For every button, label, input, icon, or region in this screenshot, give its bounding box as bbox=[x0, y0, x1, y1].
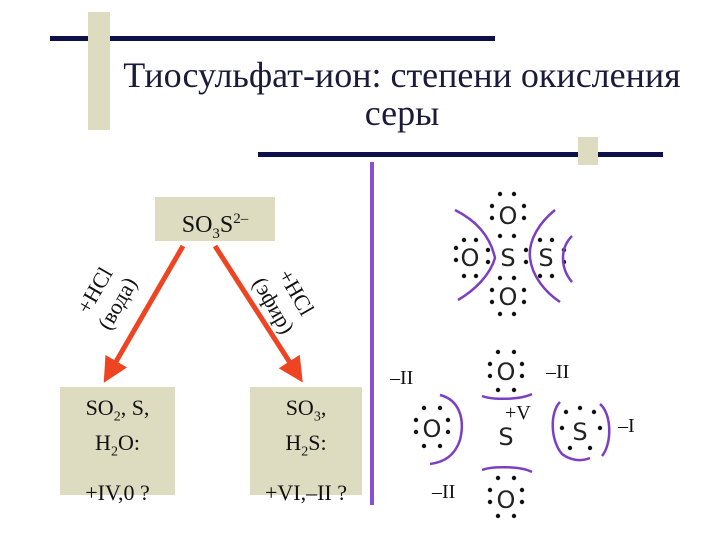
ox-state-s-right: –I bbox=[617, 415, 635, 437]
bottom-bar bbox=[258, 152, 663, 157]
atom-s-center-b: S bbox=[498, 423, 513, 451]
top-left-block bbox=[88, 12, 110, 130]
product-box-ether: SO3, H2S: +VI,–II ? bbox=[250, 387, 362, 505]
lewis-structure-top: O O S S O bbox=[453, 191, 573, 317]
atom-s-right: S bbox=[538, 244, 553, 272]
left-arrow-label: +HCl (вода) bbox=[71, 263, 141, 334]
atom-o-top-b: O bbox=[497, 358, 516, 386]
atom-o-left: O bbox=[461, 244, 480, 272]
electron-split-curves-top bbox=[454, 208, 573, 304]
electron-dots-top bbox=[453, 191, 567, 317]
title-line-1: Тиосульфат-ион: степени окисления bbox=[123, 55, 681, 95]
arrow-right bbox=[212, 244, 303, 383]
ox-state-o-left: –II bbox=[389, 367, 413, 389]
atom-s-center: S bbox=[500, 244, 515, 272]
ion-formula-box: SO3S2– bbox=[155, 197, 275, 242]
ox-state-o-top: –II bbox=[545, 361, 569, 383]
atom-o-top: O bbox=[499, 202, 518, 230]
oxidation-states-water: +IV,0 ? bbox=[85, 479, 150, 505]
atom-s-right-b: S bbox=[572, 418, 587, 446]
electron-dots-bottom bbox=[413, 349, 603, 519]
electron-split-curves-bottom bbox=[429, 392, 611, 474]
top-bar bbox=[50, 36, 495, 41]
ox-state-s-center: +V bbox=[505, 402, 531, 424]
ox-state-o-bottom: –II bbox=[431, 481, 455, 503]
title-line-2: серы bbox=[364, 93, 440, 133]
product-box-water: SO2, S, H2O: +IV,0 ? bbox=[60, 387, 175, 505]
atom-o-left-b: O bbox=[423, 415, 442, 443]
right-arrow-label: +HCl (эфир) bbox=[248, 265, 320, 338]
arrow-left bbox=[103, 244, 186, 383]
page-title: Тиосульфат-ион: степени окисления серы bbox=[112, 56, 692, 132]
lewis-structure-bottom: O O S S O –II –II +V –I –II bbox=[389, 349, 635, 519]
bottom-right-block bbox=[578, 137, 598, 165]
atom-o-bottom: O bbox=[499, 283, 518, 311]
atom-o-bottom-b: O bbox=[497, 486, 516, 514]
oxidation-states-ether: +VI,–II ? bbox=[264, 479, 348, 505]
